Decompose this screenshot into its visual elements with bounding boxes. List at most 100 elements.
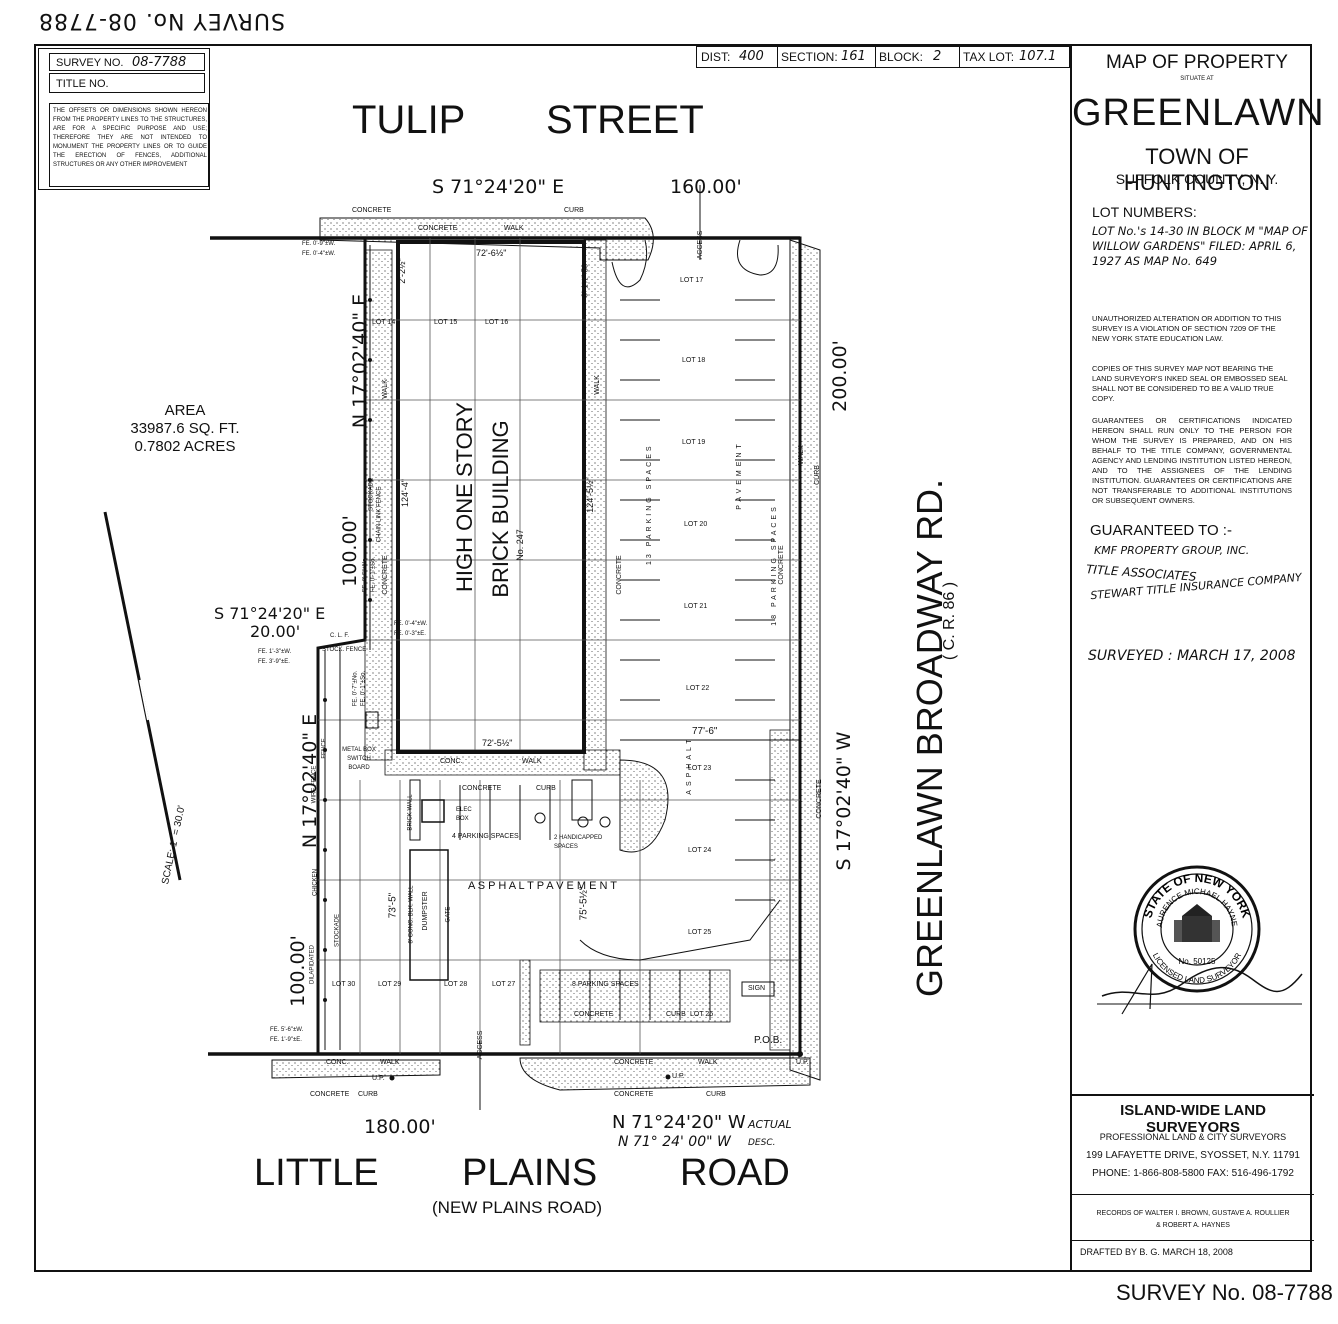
records-of: RECORDS OF WALTER I. BROWN, GUSTAVE A. R…	[1096, 1210, 1290, 1217]
concrete-lot: CONCRETE	[462, 785, 502, 792]
dilapidated-label: DILAPIDATED	[309, 945, 316, 984]
dumpster-enclosure	[409, 849, 449, 981]
chain-link-label: CHAIN LINK FENCE	[376, 486, 383, 543]
elec-box-label: ELEC BOX	[456, 807, 472, 822]
walk-east: WALK	[798, 445, 805, 465]
company-address: 199 LAFAYETTE DRIVE, SYOSSET, N.Y. 11791	[1086, 1150, 1300, 1161]
gate-label: GATE	[445, 906, 452, 923]
distance-south-line: 180.00'	[364, 1116, 436, 1138]
access-south: ACCESS	[477, 1030, 484, 1060]
sign-label: SIGN	[748, 985, 766, 992]
distance-jog: 20.00'	[250, 622, 301, 641]
section-value: 161	[841, 49, 866, 64]
block-wall-label: 8' CONC. BLK. WALL	[408, 885, 415, 944]
dim-72-6: 72'-6½"	[476, 248, 507, 258]
handicap-icon	[534, 812, 546, 824]
curb-lp-w: CURB	[358, 1091, 378, 1098]
lot-22: LOT 22	[686, 685, 710, 692]
parking-stalls	[459, 299, 775, 1020]
walk-west: WALK	[382, 379, 389, 399]
records-of-2: & ROBERT A. HAYNES	[1156, 1222, 1230, 1229]
bearing-west-upper: N 17°02'40" E	[349, 293, 371, 429]
little-plains-sidewalk-west	[271, 1059, 441, 1079]
curb-bottom-strip: CURB	[666, 1011, 686, 1018]
bearing-south-line: N 71°24'20" W	[612, 1112, 746, 1133]
brick-wall	[409, 779, 421, 841]
fence-offset-10: FE. 0'-1"±So.	[360, 670, 367, 707]
area-acres: 0.7802 ACRES	[134, 438, 236, 455]
dim-2-2: 2'-2½"	[397, 258, 407, 284]
bearing-south-desc: N 71° 24' 00" W	[618, 1134, 731, 1150]
tax-divider	[875, 47, 876, 67]
notice-copies: COPIES OF THIS SURVEY MAP NOT BEARING TH…	[1092, 364, 1288, 403]
distance-east-line: 200.00'	[829, 340, 851, 412]
stockade-label-lower: STOCKADE	[334, 914, 341, 947]
surveyor-signature	[1097, 963, 1303, 1015]
parking-18: 18 PARKING SPACES	[771, 504, 778, 626]
road-alt-name: (NEW PLAINS ROAD)	[432, 1198, 603, 1217]
dim-73-5: 73'-5"	[387, 892, 399, 919]
lot-numbers-label: LOT NUMBERS:	[1092, 204, 1197, 220]
fence-offset-7: FE. 0'-4"±W.	[394, 621, 428, 627]
company-subtitle: PROFESSIONAL LAND & CITY SURVEYORS	[1099, 1132, 1287, 1142]
lot-28: LOT 28	[444, 981, 468, 988]
title-block: SURVEY NO. 08-7788 TITLE NO. THE OFFSETS…	[38, 48, 210, 190]
notice-guarantees: GUARANTEES OR CERTIFICATIONS INDICATED H…	[1092, 416, 1292, 505]
block-label: BLOCK:	[879, 50, 924, 64]
asphalt-east: ASPHALT	[686, 735, 693, 795]
access-north: ACCESS	[697, 230, 704, 260]
street-tulip: TULIP	[352, 98, 466, 142]
dim-124-4: 124'-4"	[400, 479, 410, 507]
bearing-east-line: S 17°02'40" W	[833, 731, 855, 871]
records-divider	[1072, 1194, 1314, 1195]
concrete-bottom-strip: CONCRETE	[574, 1011, 614, 1018]
stockade-label-upper: STOCKADE	[368, 478, 375, 511]
survey-no-box: SURVEY NO. 08-7788	[49, 53, 205, 71]
concrete-east: CONCRETE	[816, 779, 823, 819]
asphalt-pavement-bottom: A S P H A L T P A V E M E N T	[468, 880, 617, 892]
tax-divider	[777, 47, 778, 67]
metal-box-symbol	[365, 711, 379, 729]
title-no-box: TITLE NO.	[49, 73, 205, 93]
pavement-east: PAVEMENT	[736, 440, 743, 510]
road-plains: PLAINS	[462, 1152, 598, 1194]
fence-offset-11: FE. 5'-6"±W.	[270, 1027, 304, 1033]
taxlot-value: 107.1	[1019, 49, 1057, 64]
map-of-property: MAP OF PROPERTY	[1106, 52, 1288, 73]
curb-lp-e: CURB	[706, 1091, 726, 1098]
dist-label: DIST:	[701, 50, 731, 64]
guaranteed-label: GUARANTEED TO :-	[1090, 522, 1232, 539]
fence-offset-8: FE. 0'-3"±E.	[394, 631, 426, 637]
taxlot-label: TAX LOT:	[963, 50, 1015, 64]
area-label: AREA	[164, 402, 206, 419]
handicap-icon	[599, 816, 611, 828]
lot-21: LOT 21	[684, 603, 708, 610]
distance-north-line: 160.00'	[670, 176, 742, 198]
scale-bar-gap	[139, 679, 149, 721]
right-panel: MAP OF PROPERTY SITUATE AT GREENLAWN TOW…	[1070, 44, 1324, 1272]
building-number: No. 247	[515, 529, 525, 561]
parking-8: 8 PARKING SPACES	[572, 981, 639, 988]
dist-value: 400	[739, 49, 764, 64]
bearing-jog: S 71°24'20" E	[214, 604, 326, 623]
handicapped-spaces: 2 HANDICAPPED SPACES	[554, 835, 603, 850]
lot-14: LOT 14	[372, 319, 396, 326]
curb-east: CURB	[814, 465, 821, 485]
county-name: SUFFOLK COUNTY, N. Y.	[1115, 171, 1279, 187]
place-name: GREENLAWN	[1072, 92, 1325, 134]
road-little: LITTLE	[254, 1152, 379, 1194]
walk-south: WALK	[522, 758, 542, 765]
bottom-island	[519, 959, 531, 1046]
seal-license-no: No. 50125	[1179, 957, 1216, 966]
company-phone: PHONE: 1-866-808-5800 FAX: 516-496-1792	[1092, 1168, 1294, 1179]
little-plains-sidewalk-east	[519, 1057, 811, 1091]
area-sqft: 33987.6 SQ. FT.	[130, 420, 240, 437]
title-no-label: TITLE NO.	[56, 78, 109, 90]
lot-numbers: LOT No.'s 14-30 IN BLOCK M "MAP OF WILLO…	[1092, 224, 1308, 268]
walk-building-east: WALK	[594, 375, 601, 395]
stock-fence-label: STOCK. FENCE	[322, 647, 367, 653]
lot-17: LOT 17	[680, 277, 704, 284]
lot-15: LOT 15	[434, 319, 458, 326]
fence-offset-12: FE. 1'-9"±E.	[270, 1037, 302, 1043]
fence-offset-2: FE. 0'-4"±W.	[302, 251, 336, 257]
